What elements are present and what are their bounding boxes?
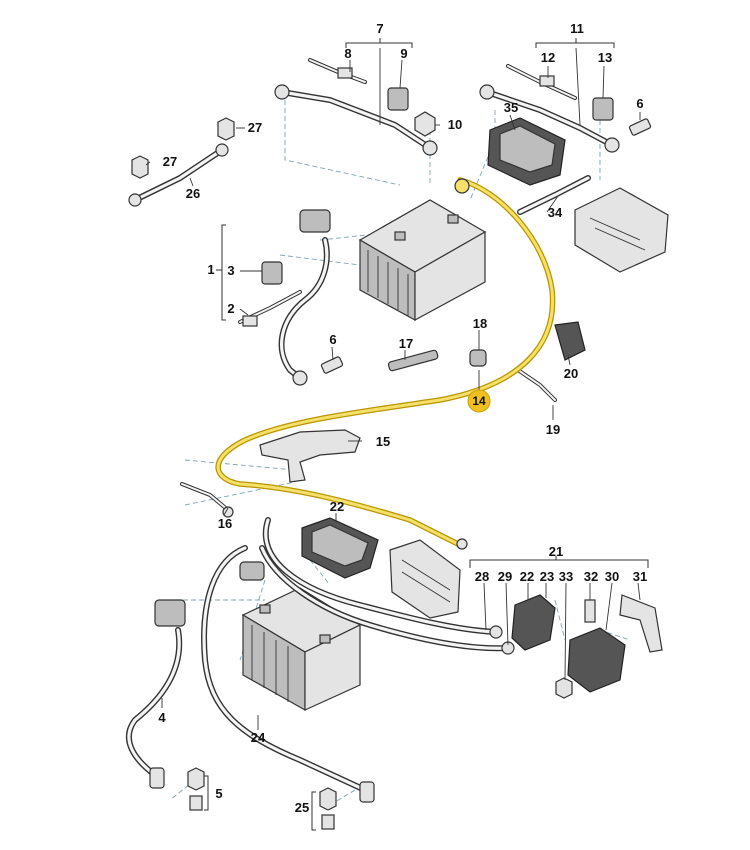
upper-battery — [358, 199, 487, 322]
highlighted-cable-14 — [215, 177, 556, 550]
label-3: 3 — [227, 263, 234, 278]
label-10: 10 — [448, 117, 462, 132]
label-28: 28 — [475, 569, 489, 584]
label-19: 19 — [546, 422, 560, 437]
label-34: 34 — [548, 205, 563, 220]
small-parts — [128, 67, 652, 830]
label-6-top: 6 — [636, 96, 643, 111]
label-18: 18 — [473, 316, 487, 331]
label-35: 35 — [504, 100, 518, 115]
label-12: 12 — [541, 50, 555, 65]
label-11: 11 — [570, 21, 584, 36]
label-15: 15 — [376, 434, 390, 449]
label-29: 29 — [498, 569, 512, 584]
label-25: 25 — [295, 800, 309, 815]
label-30: 30 — [605, 569, 619, 584]
label-23: 23 — [540, 569, 554, 584]
label-6-mid: 6 — [329, 332, 336, 347]
lower-battery — [241, 587, 362, 712]
label-27-left: 27 — [163, 154, 177, 169]
label-20: 20 — [564, 366, 578, 381]
label-21: 21 — [549, 544, 563, 559]
label-9: 9 — [400, 46, 407, 61]
cables — [126, 58, 615, 793]
label-24: 24 — [251, 730, 266, 745]
label-7: 7 — [376, 21, 383, 36]
label-5: 5 — [215, 786, 222, 801]
part-labels: 7 8 9 10 11 12 13 6 35 34 27 27 26 1 3 2… — [158, 21, 647, 815]
label-8: 8 — [344, 46, 351, 61]
label-1: 1 — [207, 262, 214, 277]
components — [154, 117, 669, 693]
leader-lines — [145, 47, 641, 730]
callout-14[interactable]: 14 — [467, 389, 491, 413]
label-32: 32 — [584, 569, 598, 584]
label-16: 16 — [218, 516, 232, 531]
label-31: 31 — [633, 569, 647, 584]
group-brackets — [204, 38, 649, 831]
label-22-right: 22 — [520, 569, 534, 584]
label-17: 17 — [399, 336, 413, 351]
label-2: 2 — [227, 301, 234, 316]
label-22-top: 22 — [330, 499, 344, 514]
label-26: 26 — [186, 186, 200, 201]
label-33: 33 — [559, 569, 573, 584]
label-13: 13 — [598, 50, 612, 65]
label-27-top: 27 — [248, 120, 262, 135]
label-14: 14 — [472, 394, 486, 408]
label-4: 4 — [158, 710, 166, 725]
